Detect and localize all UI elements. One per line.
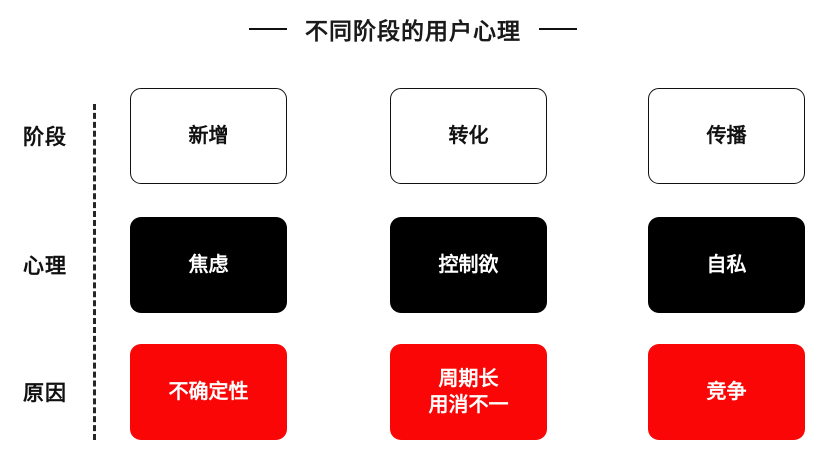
- row-label-divider: [93, 104, 96, 440]
- card-reason-2-label: 周期长 用消不一: [428, 368, 509, 416]
- card-reason-1[interactable]: 不确定性: [130, 344, 287, 440]
- card-reason-2[interactable]: 周期长 用消不一: [390, 344, 547, 440]
- title-rule-left-icon: [249, 28, 287, 30]
- card-reason-3-label: 竞争: [706, 381, 747, 403]
- row-label-psychology: 心理: [23, 255, 67, 278]
- card-reason-3[interactable]: 竞争: [648, 344, 805, 440]
- card-stage-2-label: 转化: [448, 125, 489, 147]
- row-label-stage: 阶段: [23, 126, 67, 149]
- card-psychology-1-label: 焦虑: [188, 254, 229, 276]
- card-stage-1-label: 新增: [188, 125, 229, 147]
- title-rule-right-icon: [539, 28, 577, 30]
- card-reason-1-label: 不确定性: [168, 381, 249, 403]
- card-psychology-2[interactable]: 控制欲: [390, 217, 547, 313]
- card-stage-2[interactable]: 转化: [390, 88, 547, 184]
- card-psychology-2-label: 控制欲: [438, 254, 499, 276]
- matrix-row-reason: 原因 不确定性 周期长 用消不一 竞争: [0, 344, 826, 440]
- card-psychology-1[interactable]: 焦虑: [130, 217, 287, 313]
- row-label-reason: 原因: [23, 382, 67, 405]
- card-stage-3[interactable]: 传播: [648, 88, 805, 184]
- matrix-row-stage: 阶段 新增 转化 传播: [0, 88, 826, 184]
- matrix-row-psychology: 心理 焦虑 控制欲 自私: [0, 217, 826, 313]
- page-title-bar: 不同阶段的用户心理: [0, 12, 826, 46]
- card-stage-1[interactable]: 新增: [130, 88, 287, 184]
- page-title: 不同阶段的用户心理: [305, 18, 521, 44]
- card-psychology-3[interactable]: 自私: [648, 217, 805, 313]
- card-psychology-3-label: 自私: [706, 254, 747, 276]
- card-stage-3-label: 传播: [706, 125, 747, 147]
